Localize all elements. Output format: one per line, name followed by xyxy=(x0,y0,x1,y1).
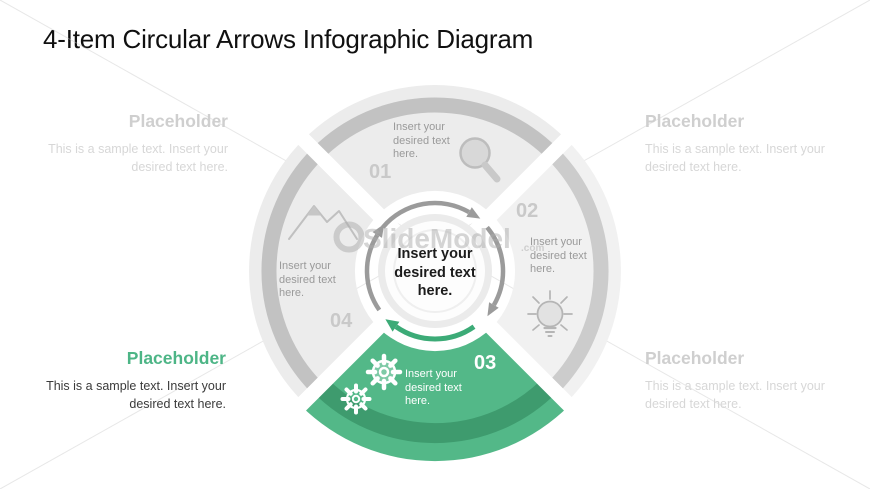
wedge-04-number: 04 xyxy=(330,310,353,332)
placeholder-block-top-right: Placeholder This is a sample text. Inser… xyxy=(645,111,830,177)
placeholder-body: This is a sample text. Insert your desir… xyxy=(46,379,226,411)
magnifier-icon xyxy=(459,137,501,183)
center-circle-label: Insert your desired text here. xyxy=(394,246,476,300)
placeholder-block-bottom-right: Placeholder This is a sample text. Inser… xyxy=(645,348,830,414)
slide-title: 4-Item Circular Arrows Infographic Diagr… xyxy=(43,24,534,54)
wedge-02-band xyxy=(547,148,609,394)
gears-icon xyxy=(340,353,403,415)
placeholder-heading: Placeholder xyxy=(645,348,745,368)
cycle-arrow-right xyxy=(485,225,506,307)
placeholder-body: This is a sample text. Insert your desir… xyxy=(48,142,228,174)
wedge-04-label: Insert your desired text here. xyxy=(279,260,336,300)
wedge-02-number: 02 xyxy=(516,200,539,222)
watermark-suffix: .com xyxy=(521,243,544,254)
cycle-arrow-left-head xyxy=(372,224,385,238)
placeholder-body: This is a sample text. Insert your desir… xyxy=(645,142,825,174)
wedge-02-label: Insert your desired text here. xyxy=(530,236,587,276)
wedge-01-band xyxy=(312,97,558,159)
wedge-03-label: Insert your desired text here. xyxy=(405,368,462,408)
lightbulb-icon xyxy=(527,290,573,337)
placeholder-block-top-left: Placeholder This is a sample text. Inser… xyxy=(43,111,228,177)
cycle-arrow-bottom-green-head xyxy=(385,319,400,332)
watermark-text: SlideModel xyxy=(363,223,511,254)
wedge-01-label: Insert your desired text here. xyxy=(393,121,450,161)
watermark-logo: SlideModel .com xyxy=(333,221,544,254)
placeholder-heading: Placeholder xyxy=(128,111,228,131)
cycle-arrow-bottom-green xyxy=(394,324,476,342)
cycle-arrow-top xyxy=(381,200,471,229)
placeholder-body: This is a sample text. Insert your desir… xyxy=(645,379,825,411)
cycle-arrow-top-head xyxy=(466,207,481,219)
cycle-arrow-right-head xyxy=(487,302,499,317)
placeholder-heading: Placeholder xyxy=(645,111,745,131)
wedge-01-number: 01 xyxy=(369,161,392,183)
center-circle xyxy=(378,214,492,328)
cycle-arrows xyxy=(364,200,506,342)
placeholder-heading: Placeholder xyxy=(126,348,226,368)
placeholder-block-bottom-left: Placeholder This is a sample text. Inser… xyxy=(41,348,226,414)
mountains-icon xyxy=(288,205,358,240)
wedge-04-band xyxy=(261,148,323,394)
cycle-arrow-left xyxy=(364,233,382,312)
wedge-03-number: 03 xyxy=(474,352,497,374)
